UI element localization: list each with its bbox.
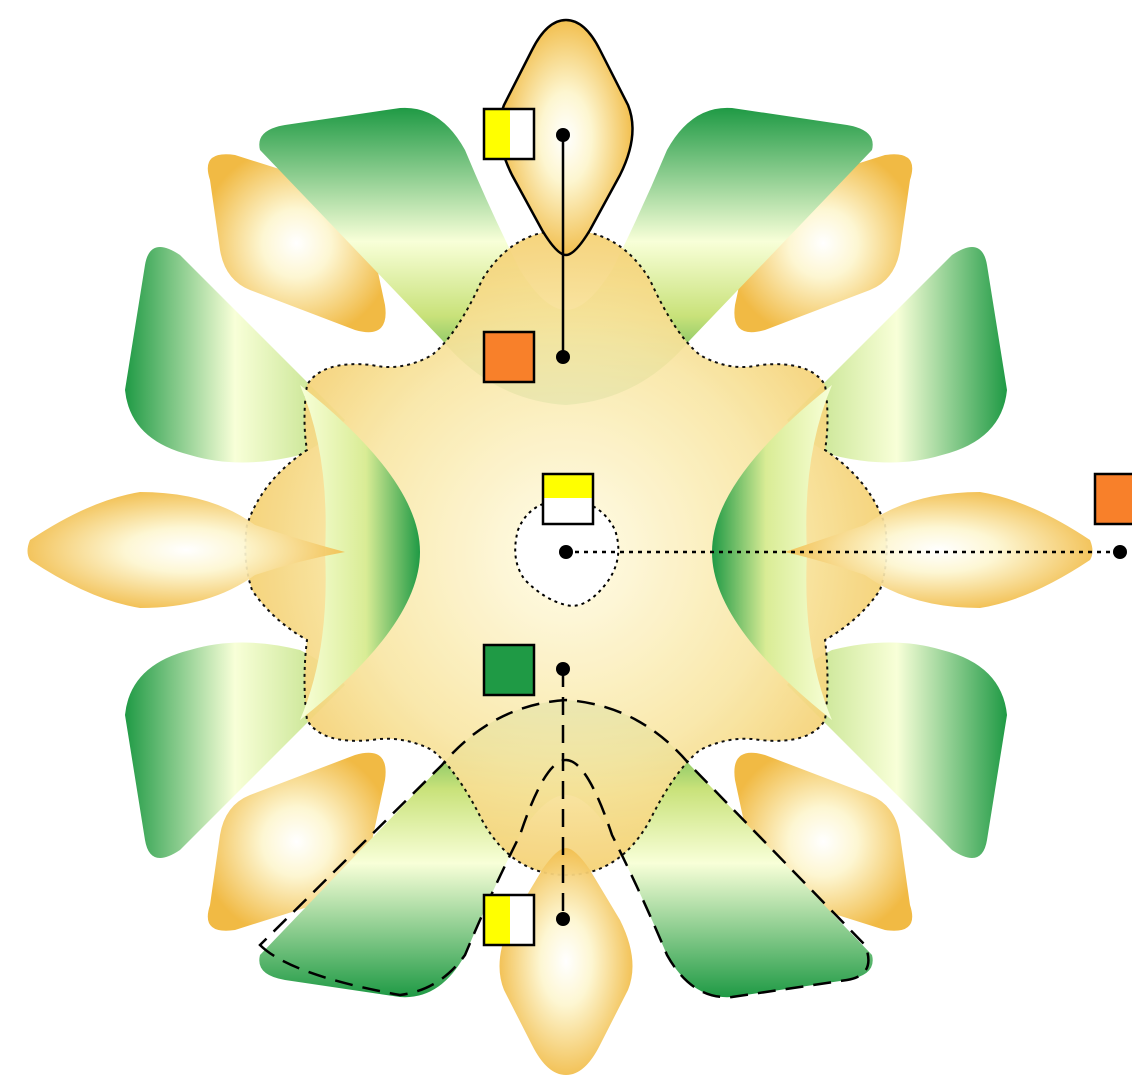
dot-bottom [556, 912, 570, 926]
marker-lower-green [484, 645, 534, 695]
marker-upper-orange [484, 332, 534, 382]
dot-right [1113, 545, 1127, 559]
dot-lower [556, 662, 570, 676]
dot-top [556, 128, 570, 142]
marker-center [543, 474, 593, 524]
dot-upper [556, 350, 570, 364]
dot-center [559, 545, 573, 559]
marker-top [484, 109, 534, 159]
marker-bottom [484, 895, 534, 945]
marker-right-orange [1095, 474, 1132, 524]
petal-bottom-vertical [500, 848, 633, 1075]
